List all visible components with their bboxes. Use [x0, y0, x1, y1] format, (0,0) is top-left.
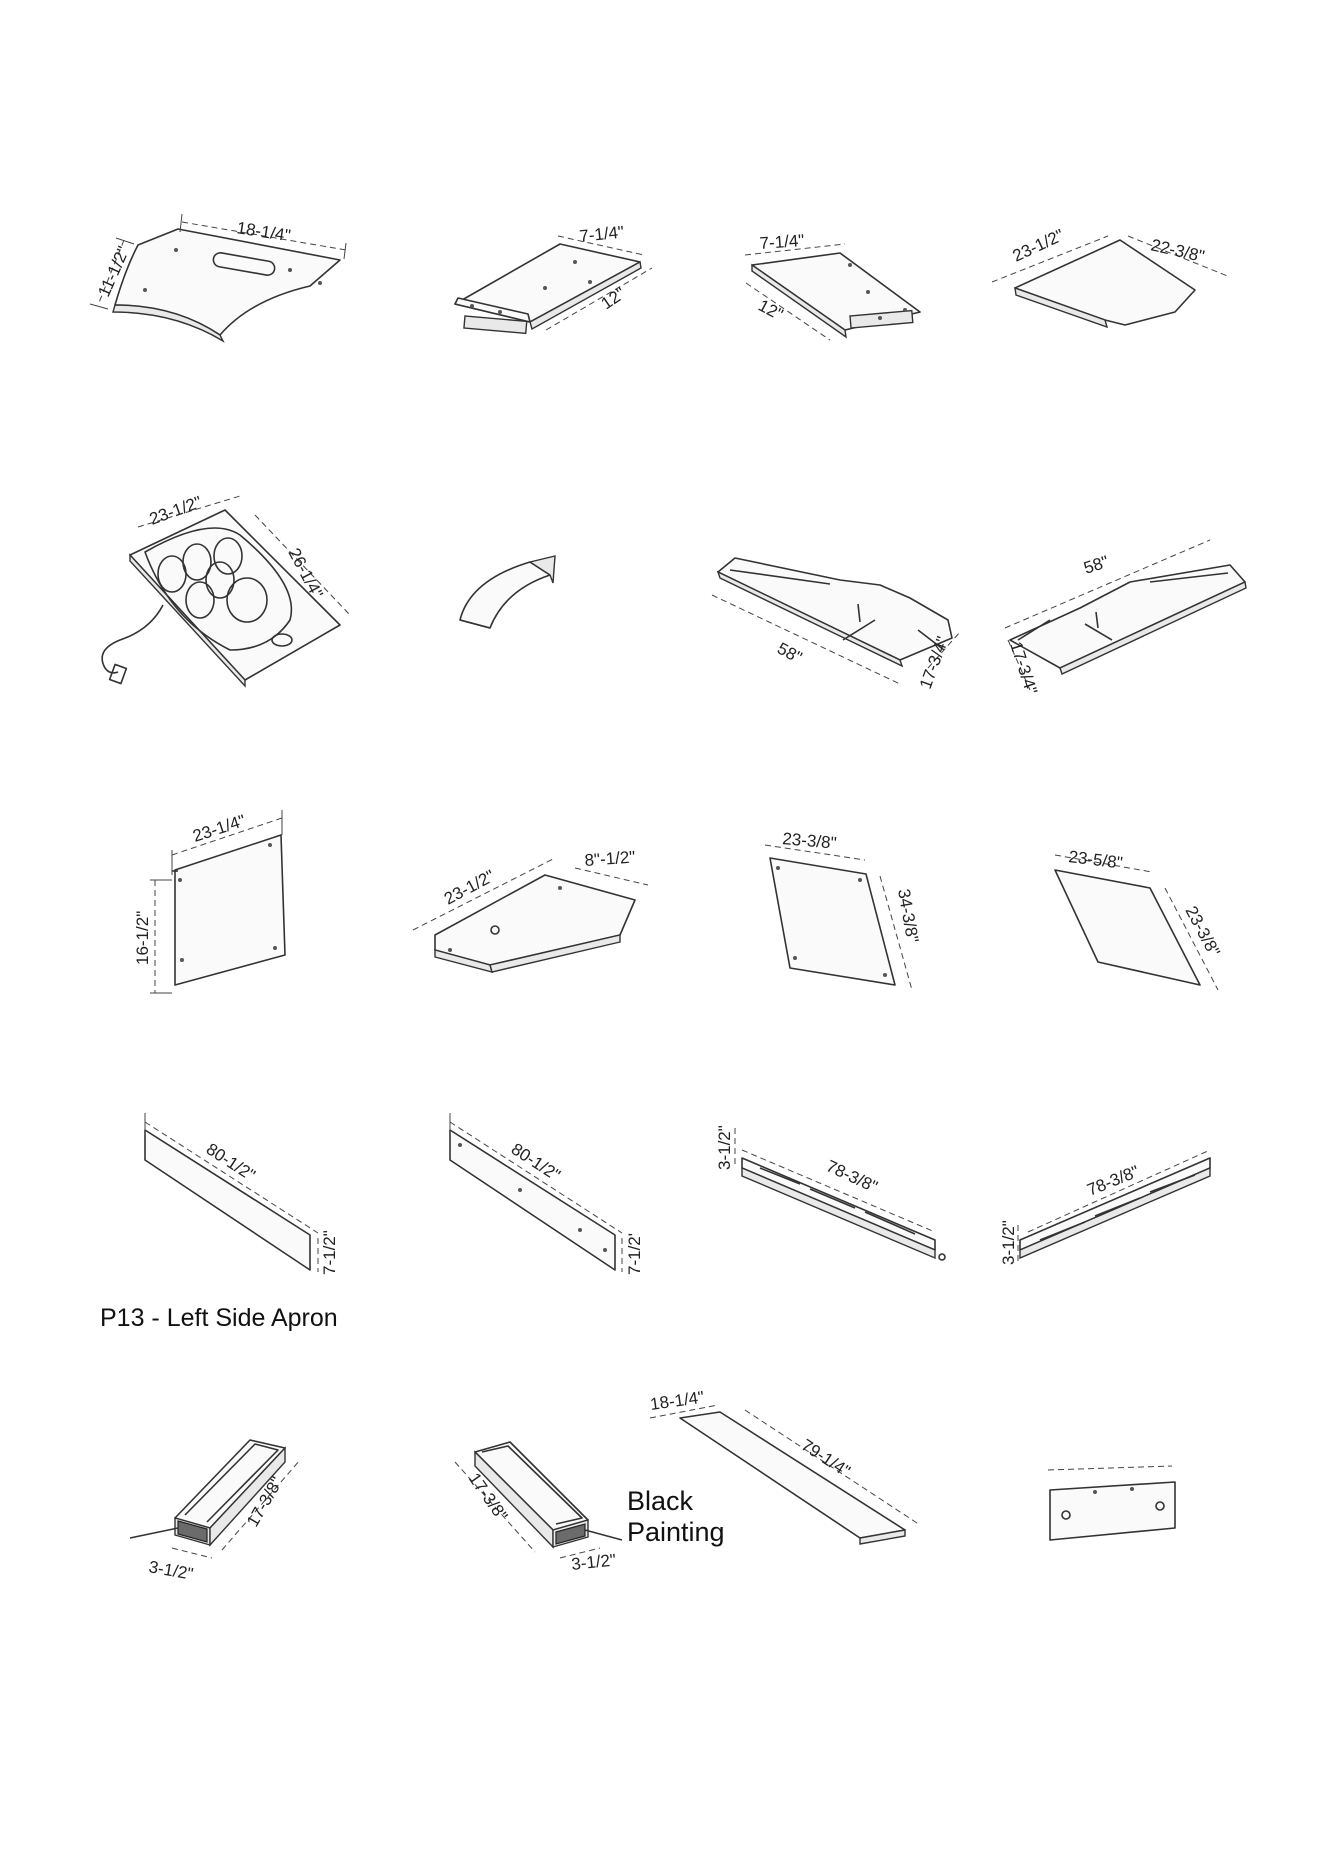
dim-p4-length: 22-3/8" [1149, 235, 1206, 266]
part-p18-trough [454, 1441, 623, 1559]
black-painting-line2: Painting [627, 1517, 725, 1547]
part-p6-curved-block [459, 555, 556, 629]
part-p12-panel [1054, 854, 1219, 991]
dim-p15-length: 78-3/8" [823, 1156, 880, 1196]
dim-p12-height: 23-3/8" [1181, 903, 1223, 960]
part-p10-block [412, 857, 649, 973]
dim-p9-height: 16-1/2" [133, 911, 152, 965]
dim-p15-height: 3-1/2" [715, 1125, 734, 1170]
dim-p13-height: 7-1/2" [320, 1230, 339, 1275]
dim-p7-length: 58" [774, 639, 805, 667]
dim-p9-width: 23-1/4" [190, 811, 247, 846]
part-p19-long-board [649, 1404, 921, 1545]
part-p15-rail [734, 1128, 946, 1261]
part-p20-block [1047, 1465, 1176, 1541]
black-painting-line1: Black [627, 1486, 694, 1516]
part-p16-rail [1017, 1149, 1211, 1265]
dim-p16-height: 3-1/2" [999, 1220, 1018, 1265]
part-p1-curved-panel [89, 213, 347, 343]
dim-p10-length: 23-1/2" [441, 866, 498, 908]
black-painting-note: Black Painting [627, 1486, 725, 1548]
part-p7-long-board [711, 557, 961, 685]
dim-p10-width: 8"-1/2" [584, 847, 636, 869]
dim-p14-height: 7-1/2' [625, 1233, 644, 1275]
part-p17-trough [129, 1439, 301, 1559]
dim-p4-width: 23-1/2" [1010, 225, 1067, 265]
dim-p11-height: 34-3/8" [894, 887, 922, 944]
dim-p17-width: 3-1/2" [147, 1557, 194, 1583]
part-p13-left-side-apron [144, 1113, 319, 1272]
part-p5-target-board [101, 495, 351, 688]
part-p4-panel [991, 235, 1231, 329]
dim-p8-length: 58" [1081, 552, 1111, 578]
part-p9-panel [150, 810, 286, 994]
part-p3-board [744, 243, 921, 341]
dim-p19-width: 18-1/4" [649, 1388, 705, 1414]
dim-p2-width: 7-1/4" [578, 222, 625, 246]
dim-p3-width: 7-1/4" [759, 231, 805, 253]
dim-p12-width: 23-5/8" [1068, 847, 1124, 872]
part-p11-panel [764, 844, 913, 991]
caption-p13: P13 - Left Side Apron [100, 1304, 338, 1332]
part-p14-apron [449, 1113, 623, 1272]
dim-p18-width: 3-1/2" [570, 1550, 617, 1574]
part-p2-board [454, 235, 653, 335]
dim-p3-length: 12" [755, 296, 786, 324]
part-p8-long-board [1004, 539, 1247, 691]
dim-p11-width: 23-3/8" [782, 829, 838, 853]
